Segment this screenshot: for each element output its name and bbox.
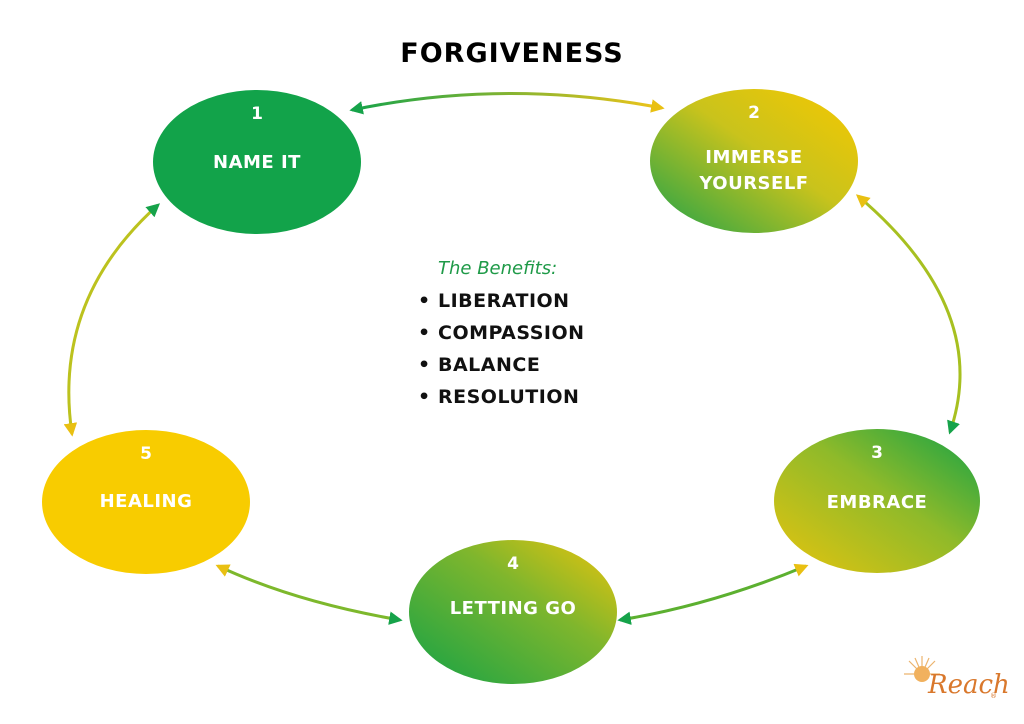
step-2: 2 IMMERSE YOURSELF	[654, 91, 854, 231]
step-number: 3	[871, 443, 883, 463]
step-4: 4 LETTING GO	[413, 542, 613, 682]
benefit-text: COMPASSION	[438, 322, 585, 344]
step-label-line-2: YOURSELF	[699, 173, 809, 194]
benefit-item: • LIBERATION	[418, 285, 648, 317]
benefit-text: RESOLUTION	[438, 386, 580, 408]
step-3-ellipse	[774, 429, 980, 573]
logo-text: Reach	[928, 670, 1010, 700]
step-number: 1	[251, 104, 263, 124]
step-number: 5	[140, 444, 152, 464]
step-1-ellipse	[153, 90, 361, 234]
arrow-5-1	[63, 203, 161, 437]
benefits-heading: The Benefits:	[438, 258, 558, 279]
step-number: 2	[748, 103, 760, 123]
sun-icon	[904, 656, 940, 682]
trademark-mark: ®	[990, 692, 997, 700]
step-3: 3 EMBRACE	[777, 431, 977, 571]
step-label: LETTING GO	[449, 598, 577, 619]
step-label-line-1: IMMERSE	[705, 147, 803, 168]
step-label: NAME IT	[213, 152, 301, 173]
step-label: EMBRACE	[826, 492, 928, 513]
step-2-ellipse	[650, 89, 858, 233]
bullet-icon: •	[418, 322, 431, 344]
benefit-item: • BALANCE	[418, 349, 648, 381]
bullet-icon: •	[418, 290, 431, 312]
benefit-text: BALANCE	[438, 354, 541, 376]
reach-logo: Reach ®	[898, 650, 1010, 710]
bullet-icon: •	[418, 354, 431, 376]
benefit-text: LIBERATION	[438, 290, 570, 312]
arrow-4-5	[215, 564, 403, 625]
arrow-1-2	[349, 92, 665, 115]
benefit-item: • COMPASSION	[418, 317, 648, 349]
step-label: HEALING	[99, 491, 193, 512]
step-1: 1 NAME IT	[157, 92, 357, 232]
benefits-panel: The Benefits: • LIBERATION • COMPASSION • B…	[418, 258, 648, 413]
step-5: 5 HEALING	[46, 432, 246, 572]
step-number: 4	[507, 554, 519, 574]
step-5-ellipse	[42, 430, 250, 574]
diagram-title: FORGIVENESS	[400, 38, 624, 69]
benefit-item: • RESOLUTION	[418, 381, 648, 413]
bullet-icon: •	[418, 386, 431, 408]
benefits-list: • LIBERATION • COMPASSION • BALANCE • RESOLU…	[418, 285, 648, 413]
arrow-2-3	[855, 194, 962, 435]
step-4-ellipse	[409, 540, 617, 684]
arrow-3-4	[617, 563, 809, 625]
